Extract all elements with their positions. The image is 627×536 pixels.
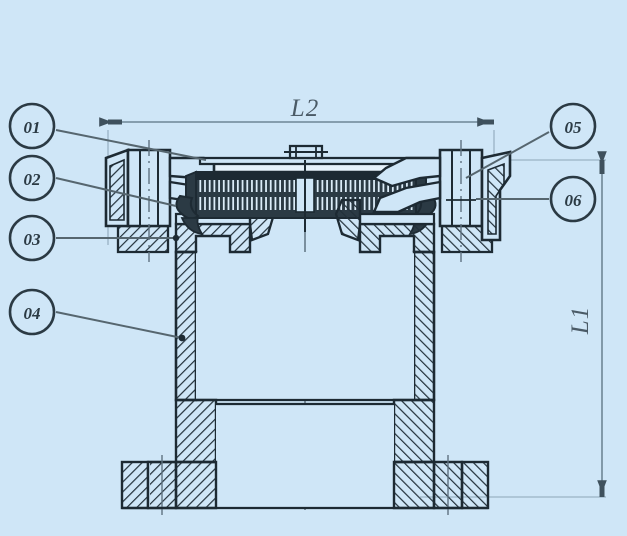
balloon-03[interactable]: 03 (8, 214, 56, 262)
dimension-L2: L2 (99, 95, 495, 245)
dimension-label-L2: L2 (290, 95, 319, 122)
leader-04 (55, 311, 183, 339)
balloon-label-05: 05 (565, 118, 583, 137)
dimension-L1: L1 (420, 151, 607, 498)
leader-01 (55, 129, 207, 161)
balloon-02[interactable]: 02 (8, 154, 56, 202)
balloon-label-06: 06 (565, 191, 583, 210)
balloon-label-03: 03 (24, 230, 42, 249)
leader-lines (55, 129, 550, 342)
strainer-body (120, 250, 490, 515)
leader-02 (55, 177, 177, 207)
balloon-label-04: 04 (24, 304, 41, 323)
balloon-04[interactable]: 04 (8, 288, 56, 336)
balloon-label-01: 01 (24, 118, 41, 137)
balloon-label-02: 02 (24, 170, 42, 189)
right-seat-flange (334, 198, 494, 254)
leader-05 (465, 131, 550, 179)
balloon-05[interactable]: 05 (549, 102, 597, 150)
right-clamp-yoke (371, 140, 512, 262)
dimension-label-L1: L1 (567, 306, 594, 335)
balloon-06[interactable]: 06 (549, 175, 597, 223)
balloon-01[interactable]: 01 (8, 102, 56, 150)
